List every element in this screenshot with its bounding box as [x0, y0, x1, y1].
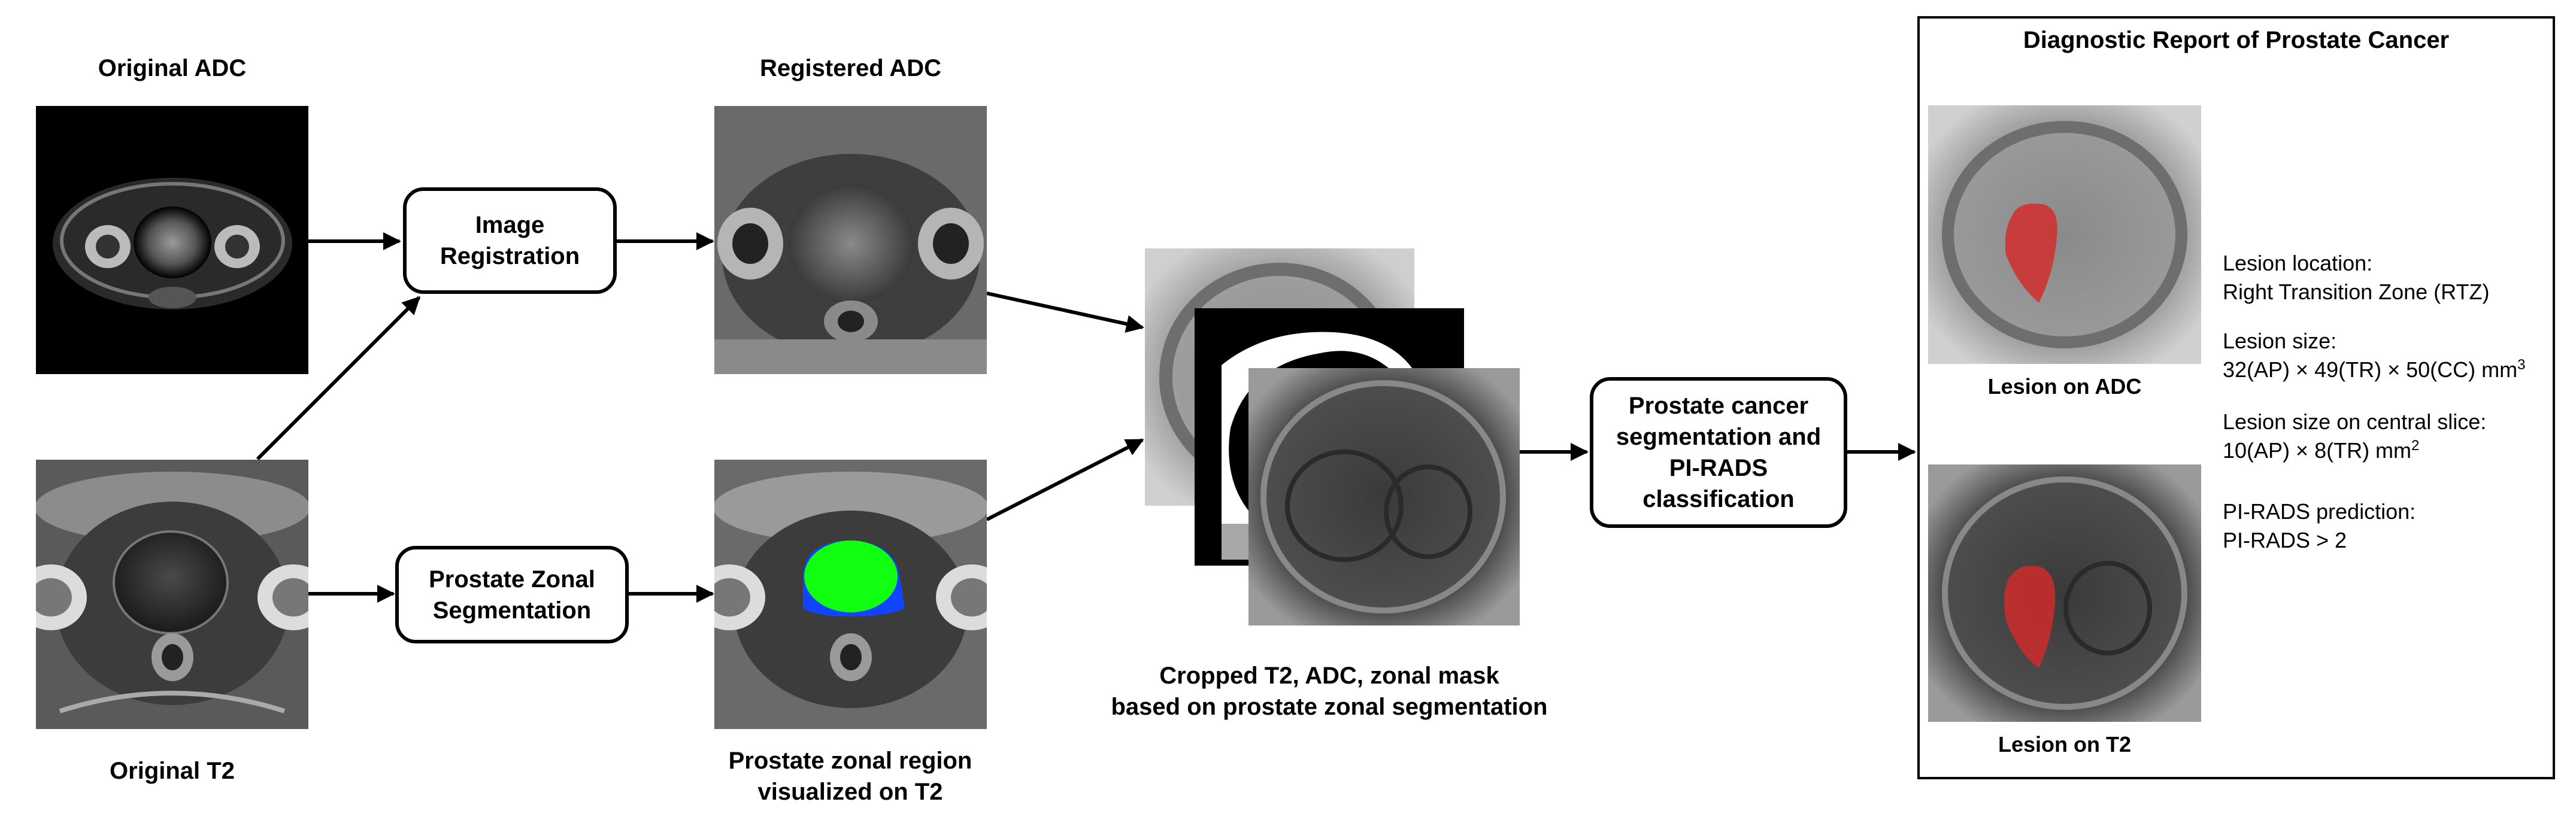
registered-adc-image	[714, 106, 987, 374]
zonal-region-image	[714, 460, 987, 729]
lesion-central-slice-size: Lesion size on central slice: 10(AP) × 8…	[2223, 409, 2487, 463]
zonal-seg-line1: Prostate Zonal	[429, 566, 595, 593]
cancer-seg-line3: PI-RADS	[1669, 455, 1768, 481]
pirads-prediction: PI-RADS prediction: PI-RADS > 2	[2223, 499, 2416, 552]
cancer-seg-line2: segmentation and	[1616, 424, 1822, 450]
arrow-registered-to-cropped	[986, 291, 1144, 333]
arrow-t2-to-registration	[256, 296, 421, 461]
original-adc-image	[36, 106, 308, 374]
lesion-adc-image	[1928, 105, 2201, 364]
diagnostic-report-panel: Diagnostic Report of Prostate Cancer Les…	[1917, 16, 2555, 779]
lesion-t2-image	[1928, 464, 2201, 722]
lesion-t2-caption: Lesion on T2	[1998, 732, 2131, 757]
cancer-seg-line1: Prostate cancer	[1628, 393, 1809, 419]
report-title: Diagnostic Report of Prostate Cancer	[2023, 27, 2450, 53]
registration-line1: Image	[475, 212, 545, 238]
registration-line2: Registration	[440, 243, 580, 269]
original-adc-label: Original ADC	[98, 55, 247, 81]
image-registration-box: Image Registration	[403, 187, 617, 294]
lesion-t2-overlay	[2004, 566, 2056, 668]
lesion-adc-caption: Lesion on ADC	[1987, 374, 2142, 399]
zonal-seg-line2: Segmentation	[432, 597, 592, 624]
zonal-region-label: Prostate zonal region visualized on T2	[728, 748, 972, 805]
registered-adc-label: Registered ADC	[759, 55, 942, 81]
cropped-t2-image	[1248, 368, 1520, 625]
cancer-segmentation-box: Prostate cancer segmentation and PI-RADS…	[1590, 377, 1847, 528]
lesion-location: Lesion location: Right Transition Zone (…	[2223, 251, 2490, 304]
transition-zone-overlay	[804, 540, 898, 612]
lesion-size: Lesion size: 32(AP) × 49(TR) × 50(CC) mm…	[2223, 329, 2526, 382]
cropped-label: Cropped T2, ADC, zonal mask based on pro…	[1111, 663, 1548, 720]
zonal-segmentation-box: Prostate Zonal Segmentation	[395, 546, 629, 643]
lesion-adc-overlay	[2005, 204, 2057, 303]
cancer-seg-line4: classification	[1642, 486, 1795, 512]
original-t2-image	[36, 460, 308, 729]
original-t2-label: Original T2	[110, 758, 235, 784]
arrow-zonal-region-to-cropped	[986, 438, 1144, 521]
